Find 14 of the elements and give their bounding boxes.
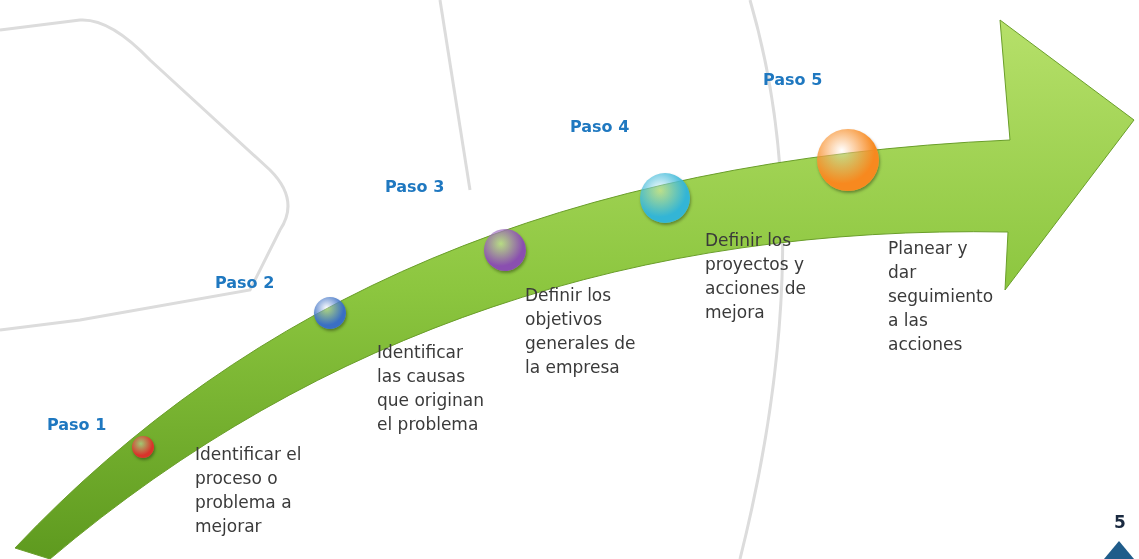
step-circle xyxy=(314,297,346,329)
step-circle xyxy=(484,229,526,271)
step-label: Paso 2 xyxy=(215,273,275,292)
step-description: Identificar el proceso o problema a mejorar xyxy=(195,443,303,538)
page-number: 5 xyxy=(1114,512,1126,532)
step-description: Definir los objetivos generales de la empresa xyxy=(525,284,637,379)
step-description: Identificar las causas que originan el problema xyxy=(377,341,486,436)
step-circle xyxy=(640,173,690,223)
step-circle xyxy=(817,129,879,191)
step-label: Paso 3 xyxy=(385,177,445,196)
step-label: Paso 4 xyxy=(570,117,630,136)
step-label: Paso 1 xyxy=(47,415,107,434)
step-label: Paso 5 xyxy=(763,70,823,89)
step-circle xyxy=(132,436,154,458)
